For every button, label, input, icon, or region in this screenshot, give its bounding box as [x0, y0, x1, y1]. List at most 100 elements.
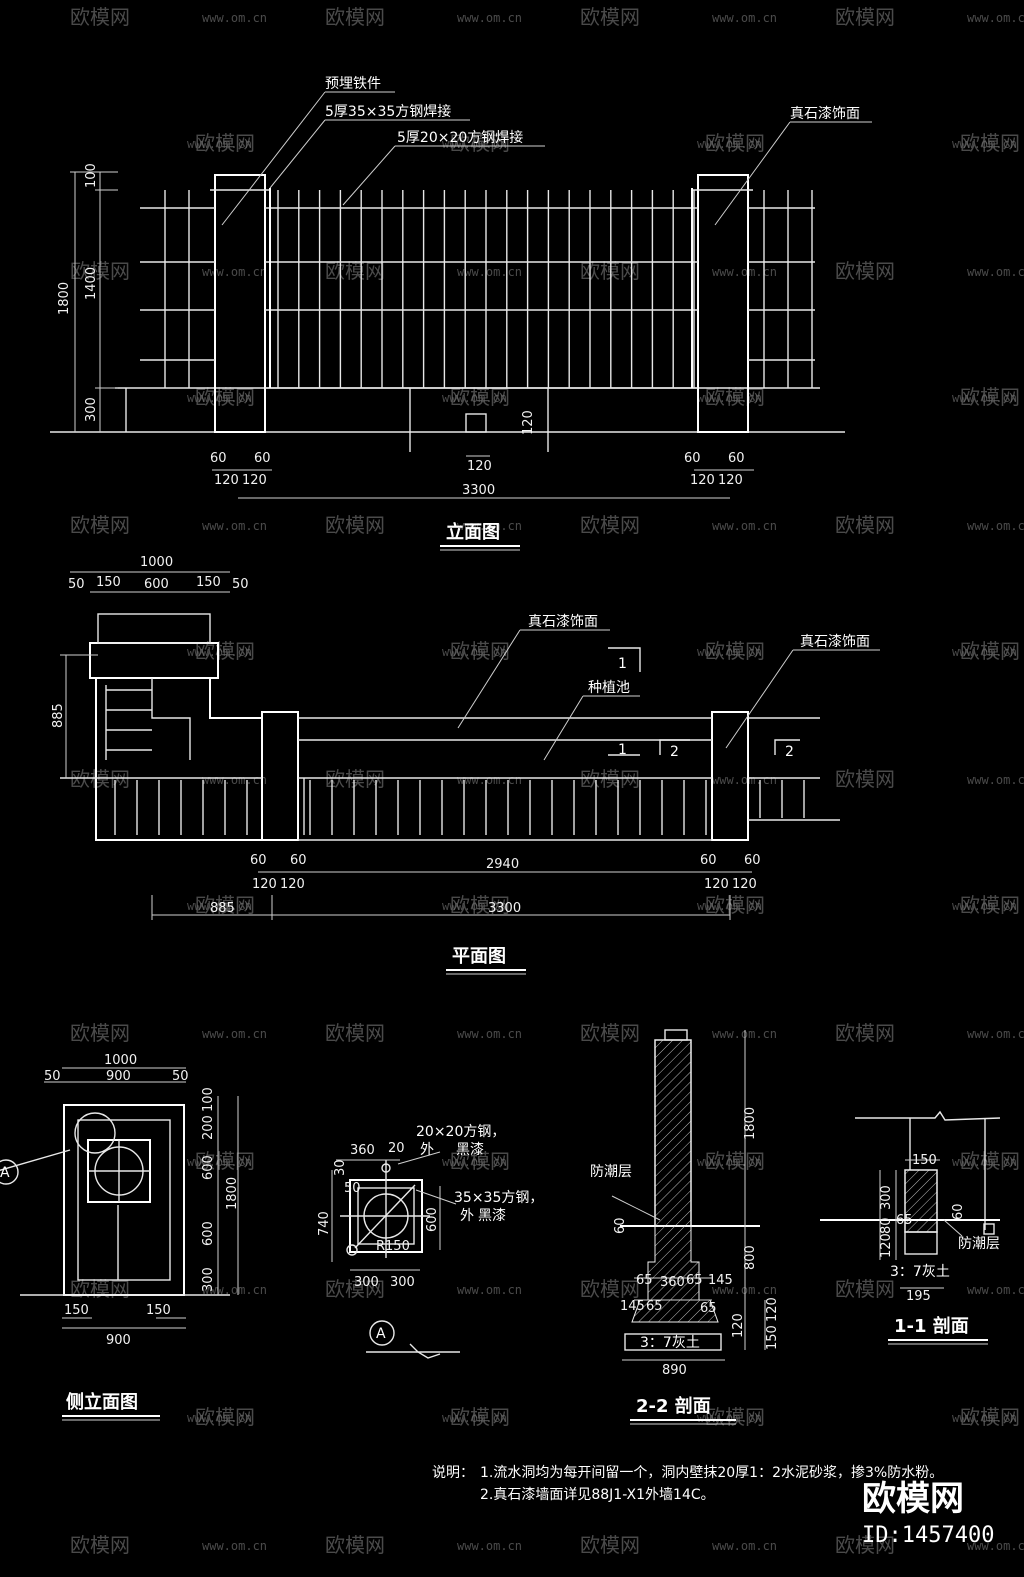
detail-dim-300b: 300 [390, 1275, 415, 1290]
watermark-url: www.om.cn [967, 1027, 1024, 1041]
watermark-brand: 欧模网 [960, 385, 1020, 409]
plan-dim-2940: 2940 [486, 857, 519, 872]
section-mark-2a: 2 [670, 744, 679, 760]
notes-prefix: 说明： [432, 1465, 474, 1481]
watermark-brand: 欧模网 [195, 893, 255, 917]
watermark-url: www.om.cn [952, 391, 1017, 405]
watermark-brand: 欧模网 [325, 767, 385, 791]
watermark-brand: 欧模网 [450, 893, 510, 917]
watermark-brand: 欧模网 [960, 1149, 1020, 1173]
side-marker-a: A [0, 1165, 10, 1181]
watermark-url: www.om.cn [457, 519, 522, 533]
s11-dim-300: 300 [879, 1185, 894, 1210]
watermark-brand: 欧模网 [580, 1533, 640, 1557]
plan-dim-120c: 120 [704, 877, 729, 892]
side-elevation-drawing [0, 1067, 239, 1329]
watermark-brand: 欧模网 [835, 513, 895, 537]
watermark-brand: 欧模网 [70, 767, 130, 791]
detail-callout-35-paint: 黑漆 [478, 1208, 506, 1224]
s11-soil-label: 3：7灰土 [890, 1264, 950, 1280]
watermark-brand: 欧模网 [705, 131, 765, 155]
section-11-title: 1-1 剖面 [894, 1315, 969, 1337]
watermark-url: www.om.cn [967, 265, 1024, 279]
notes-block: 说明： 1.流水洞均为每开间留一个，洞内壁抹20厚1：2水泥砂浆，掺3%防水粉。… [432, 1464, 943, 1503]
detail-marker-a: A [376, 1326, 386, 1342]
section-11-drawing [820, 1110, 1001, 1289]
watermark-brand: 欧模网 [195, 131, 255, 155]
watermark-brand: 欧模网 [580, 1021, 640, 1045]
detail-dim-300a: 300 [354, 1275, 379, 1290]
side-dim-300: 300 [201, 1267, 216, 1292]
watermark-url: www.om.cn [202, 11, 267, 25]
watermark-url: www.om.cn [712, 1539, 777, 1553]
watermark-url: www.om.cn [442, 1155, 507, 1169]
watermark-url: www.om.cn [442, 391, 507, 405]
watermark-brand: 欧模网 [70, 1021, 130, 1045]
s22-dim-800: 800 [743, 1245, 758, 1270]
watermark-url: www.om.cn [967, 773, 1024, 787]
plan-pickets [105, 685, 805, 835]
watermark-url: www.om.cn [457, 1027, 522, 1041]
watermark-url: www.om.cn [967, 11, 1024, 25]
elevation-title: 立面图 [446, 521, 500, 543]
watermark-url: www.om.cn [697, 645, 762, 659]
watermark-url: www.om.cn [187, 1411, 252, 1425]
watermark-brand: 欧模网 [705, 639, 765, 663]
plan-labels: 真石漆饰面 种植池 真石漆饰面 1 1 2 2 1000 50 150 600 … [51, 555, 870, 975]
watermark-url: www.om.cn [967, 1283, 1024, 1297]
section-mark-2b: 2 [785, 744, 794, 760]
dim-120-d: 120 [690, 473, 715, 488]
watermark-url: www.om.cn [967, 1539, 1024, 1553]
elevation-labels: 预埋铁件 5厚35×35方钢焊接 5厚20×20方钢焊接 真石漆饰面 100 1… [57, 76, 860, 551]
s22-dim-145b: 145 [620, 1299, 645, 1314]
side-dim-600a: 600 [201, 1155, 216, 1180]
s11-dim-80: 80 [879, 1217, 894, 1234]
plan-dim-600: 600 [144, 577, 169, 592]
plan-callout-stone-a: 真石漆饰面 [528, 614, 598, 630]
callout-stone-paint: 真石漆饰面 [790, 106, 860, 122]
watermark-brand: 欧模网 [70, 513, 130, 537]
watermark-brand: 欧模网 [960, 131, 1020, 155]
plan-dim-50a: 50 [68, 577, 85, 592]
side-dim-150a: 150 [64, 1303, 89, 1318]
watermark-url: www.om.cn [712, 773, 777, 787]
section-22-drawing [611, 1029, 766, 1361]
watermark-url: www.om.cn [187, 645, 252, 659]
dim-120-a: 120 [214, 473, 239, 488]
s22-dim-65a: 65 [636, 1273, 653, 1288]
watermark-brand: 欧模网 [835, 767, 895, 791]
s22-dim-890: 890 [662, 1363, 687, 1378]
plan-dim-150b: 150 [196, 575, 221, 590]
watermark-brand: 欧模网 [705, 385, 765, 409]
detail-dim-600: 600 [425, 1207, 440, 1232]
dim-60-d: 60 [728, 451, 745, 466]
plan-dim-150a: 150 [96, 575, 121, 590]
plan-dim-60b: 60 [290, 853, 307, 868]
watermark-brand: 欧模网 [835, 5, 895, 29]
dim-60-a: 60 [210, 451, 227, 466]
plan-dim-1000: 1000 [140, 555, 173, 570]
watermark-url: www.om.cn [952, 137, 1017, 151]
dim-3300: 3300 [462, 483, 495, 498]
s22-dim-150: 150 [765, 1325, 780, 1350]
watermark-brand: 欧模网 [960, 893, 1020, 917]
s22-dim-60: 60 [613, 1217, 628, 1234]
plan-dim-120b: 120 [280, 877, 305, 892]
s22-dim-120a: 120 [731, 1313, 746, 1338]
detail-dim-50: 50 [344, 1181, 361, 1196]
side-dim-900b: 900 [106, 1333, 131, 1348]
watermark-brand: 欧模网 [835, 1277, 895, 1301]
watermark-url: www.om.cn [952, 645, 1017, 659]
watermark-brand: 欧模网 [70, 5, 130, 29]
dim-120-c: 120 [467, 459, 492, 474]
watermark-url: www.om.cn [457, 11, 522, 25]
section-22-labels: 防潮层 3：7灰土 1800 800 60 65 360 65 145 145 … [590, 1107, 780, 1425]
detail-callout-20: 20×20方钢， [416, 1124, 505, 1140]
fence-rails [125, 188, 815, 432]
watermark-url: www.om.cn [442, 899, 507, 913]
watermark-brand: 欧模网 [450, 385, 510, 409]
watermark-brand: 欧模网 [325, 1021, 385, 1045]
section-11-labels: 150 300 80 65 120 60 防潮层 3：7灰土 195 1-1 剖… [879, 1153, 1000, 1345]
